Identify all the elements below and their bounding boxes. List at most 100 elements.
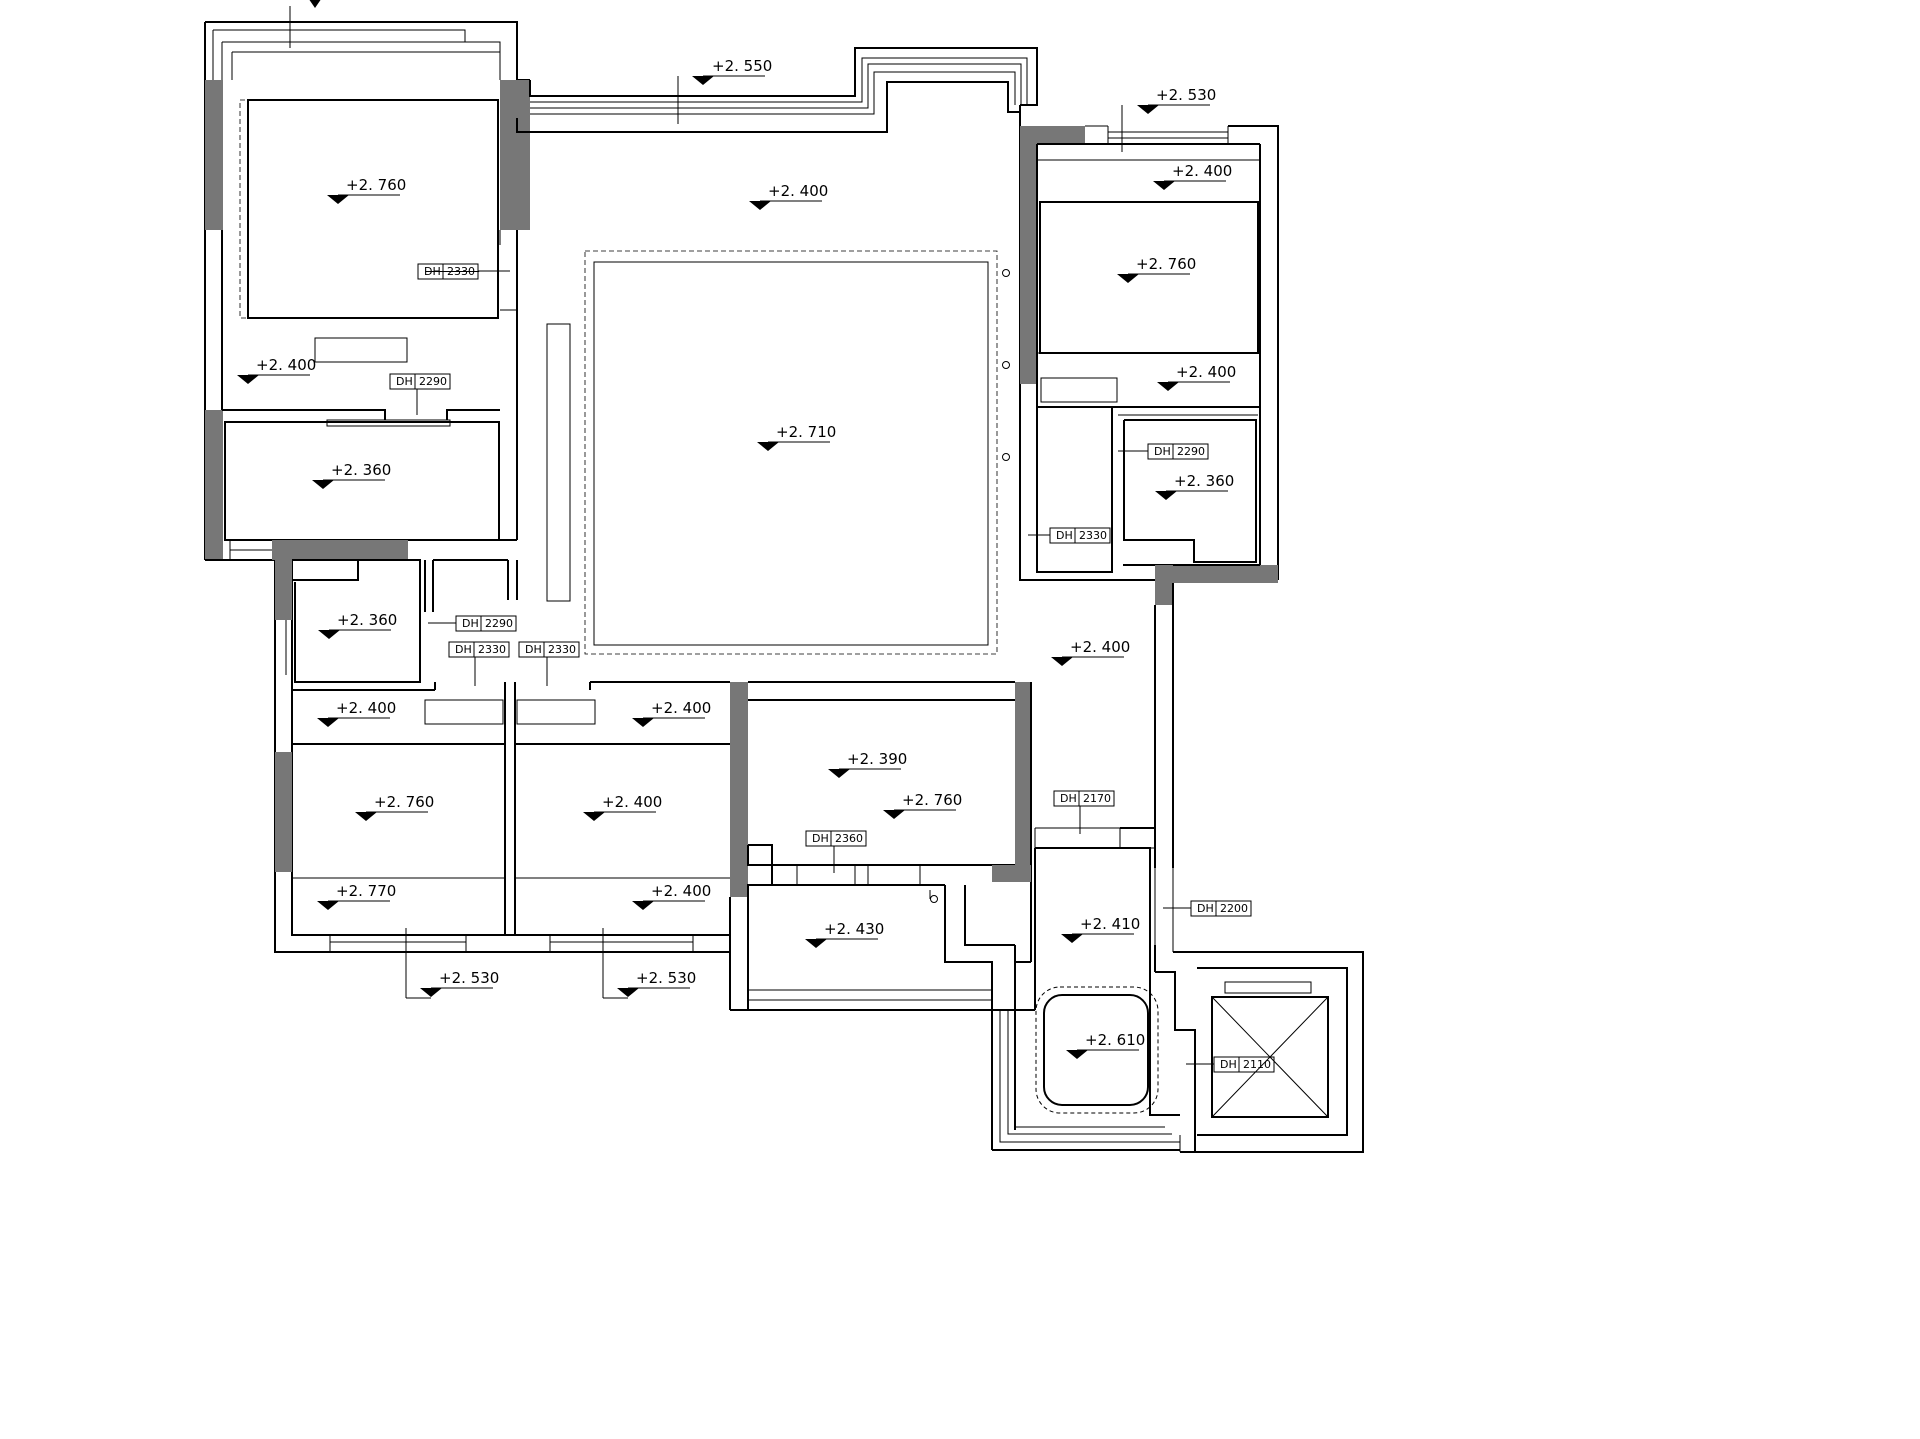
level-label: +2. 530 [636,969,696,987]
level-marker: +2. 410 [1061,915,1140,943]
level-marker: +2. 610 [1066,1031,1145,1059]
column [272,540,408,560]
svg-text:2290: 2290 [1177,445,1205,458]
column [992,865,1031,882]
dh-tag: DH 2170 [1053,790,1115,807]
svg-text:2110: 2110 [1243,1058,1271,1071]
svg-text:2290: 2290 [485,617,513,630]
level-label: +2. 760 [902,791,962,809]
level-label: +2. 760 [346,176,406,194]
column [500,80,530,230]
downlight [1002,453,1010,461]
level-label: +2. 400 [651,882,711,900]
level-marker: +2. 770 [317,882,396,910]
downlight [1002,269,1010,277]
svg-text:2330: 2330 [478,643,506,656]
downlight [1002,361,1010,369]
column [275,540,292,620]
level-label: +2. 760 [374,793,434,811]
level-marker: +2. 760 [327,176,406,204]
ac-grille [516,699,596,725]
level-marker: +2. 400 [632,699,711,727]
level-label: +2. 400 [1172,162,1232,180]
dh-tag: DH 2290 [1147,443,1209,460]
dh-tag: DH 2110 [1213,1056,1275,1073]
svg-text:DH: DH [1197,902,1214,915]
column [730,682,748,897]
svg-text:DH: DH [525,643,542,656]
level-marker: +2. 710 [757,423,836,451]
level-label: +2. 610 [1085,1031,1145,1049]
dh-tag: DH 2330 [448,641,510,658]
svg-text:2330: 2330 [548,643,576,656]
downlight [930,895,938,903]
level-marker [309,0,321,8]
raised-ceiling-panel [593,261,989,646]
level-label: +2. 360 [337,611,397,629]
level-marker: +2. 400 [1157,363,1236,391]
level-marker: +2. 550 [692,57,772,85]
dh-tag: DH 2290 [455,615,517,632]
level-label: +2. 410 [1080,915,1140,933]
raised-ceiling-panel [247,99,499,319]
svg-text:DH: DH [462,617,479,630]
column [205,410,223,560]
level-label: +2. 400 [768,182,828,200]
level-marker: +2. 360 [1155,472,1234,500]
dh-tag: DH 2360 [805,830,867,847]
level-marker: +2. 400 [1051,638,1130,666]
level-marker: +2. 400 [1153,162,1232,190]
level-label: +2. 360 [1174,472,1234,490]
level-label: +2. 400 [256,356,316,374]
level-marker: +2. 360 [318,611,397,639]
level-label: +2. 400 [1176,363,1236,381]
level-label: +2. 400 [1070,638,1130,656]
ceiling-plan: +2. 550 +2. 760 +2. 400 +2. 530 +2. 400 … [204,0,1364,1153]
svg-text:DH: DH [1220,1058,1237,1071]
ac-grille [314,337,408,363]
dh-tag: DH 2330 [1049,527,1111,544]
level-marker: +2. 390 [828,750,907,778]
svg-text:DH: DH [1154,445,1171,458]
svg-text:DH: DH [812,832,829,845]
level-marker: +2. 400 [583,793,662,821]
level-label: +2. 530 [439,969,499,987]
ac-grille [1040,377,1118,403]
svg-text:DH: DH [1060,792,1077,805]
level-label: +2. 400 [602,793,662,811]
light-slot [546,323,571,602]
level-label: +2. 760 [1136,255,1196,273]
level-label: +2. 400 [651,699,711,717]
ceiling-features [239,99,1260,903]
door-height-tags: DH 2330 DH 2290 DH 2290 DH 2330 DH 2290 [389,263,1275,1073]
level-marker: +2. 430 [805,920,884,948]
column [275,752,292,872]
svg-text:2290: 2290 [419,375,447,388]
level-marker: +2. 400 [749,182,828,210]
level-marker: +2. 400 [237,356,316,384]
walls [204,21,1364,1153]
column [1155,565,1173,605]
level-marker: +2. 530 [420,969,499,997]
level-label: +2. 430 [824,920,884,938]
svg-text:DH: DH [1056,529,1073,542]
level-marker: +2. 360 [312,461,391,489]
column [1020,126,1037,384]
level-label: +2. 400 [336,699,396,717]
column [1155,565,1278,583]
level-label: +2. 550 [712,57,772,75]
svg-text:DH: DH [455,643,472,656]
level-marker: +2. 530 [1137,86,1216,114]
level-marker: +2. 400 [317,699,396,727]
level-marker: +2. 760 [355,793,434,821]
ac-grille [424,699,504,725]
level-markers: +2. 550 +2. 760 +2. 400 +2. 530 +2. 400 … [237,0,1236,1059]
column [205,80,223,230]
svg-text:2330: 2330 [1079,529,1107,542]
dh-tag: DH 2330 [417,263,480,280]
svg-text:2170: 2170 [1083,792,1111,805]
column [1015,682,1031,882]
level-label: +2. 360 [331,461,391,479]
raised-ceiling-panel [1039,201,1259,354]
level-marker: +2. 760 [883,791,962,819]
